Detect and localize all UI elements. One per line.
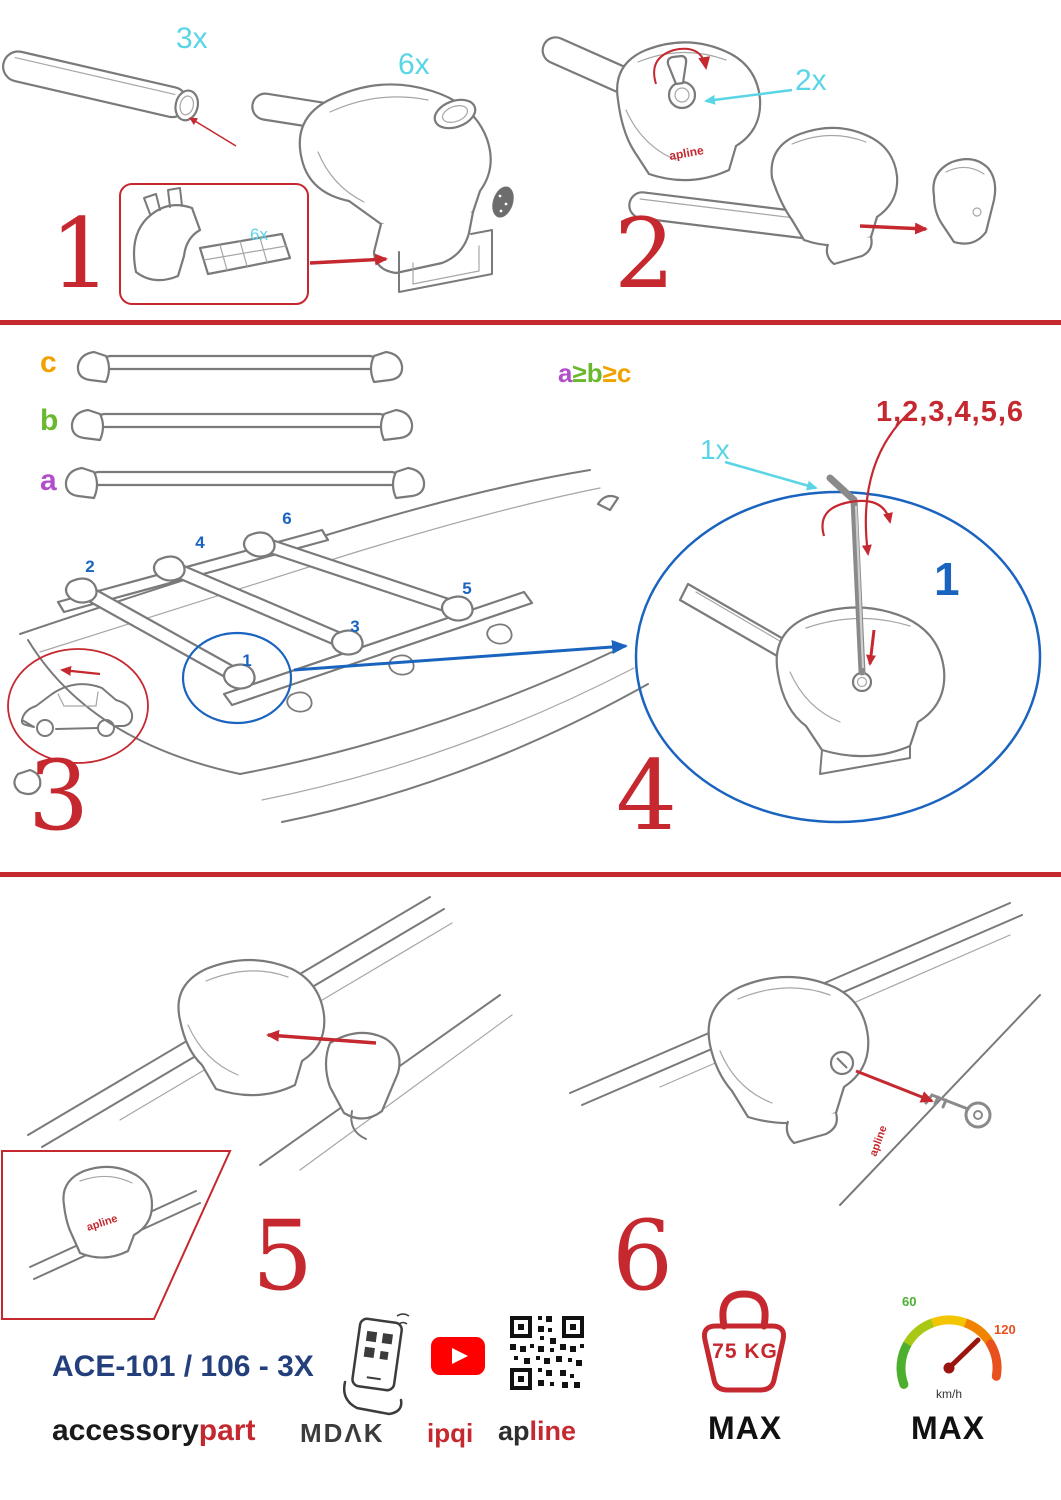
apline-logo: apline (498, 1418, 576, 1445)
step1-inset-qty: 6x (250, 225, 268, 244)
step2-key-qty: 2x (795, 64, 827, 97)
sequence-arrow (861, 411, 911, 556)
accessorypart-suffix: part (198, 1414, 256, 1447)
step1-number: 1 (50, 198, 112, 310)
grip-pad (492, 186, 514, 218)
position-label-4: 4 (195, 533, 205, 552)
divider-top (0, 320, 1061, 325)
step5-illustration: apline (1, 896, 513, 1320)
divider-middle (0, 872, 1061, 877)
bar-label-b: b (40, 404, 59, 437)
step2-cyan-arrow (704, 88, 793, 105)
step4-cyan-arrow (724, 460, 818, 491)
crossbar-b-drawing (70, 408, 414, 442)
speed-scale-high: 120 (994, 1322, 1016, 1337)
inset-installed-view: apline (1, 1150, 232, 1320)
zoomed-foot-drawing (678, 474, 946, 775)
roof-scene-drawing: 1 2 3 4 5 6 (13, 469, 649, 823)
weight-limit: 75 KG (712, 1340, 778, 1363)
position-label-6: 6 (282, 509, 291, 528)
step4-position-1: 1 (934, 553, 960, 605)
rubber-pad-grid (198, 232, 292, 276)
phone-qr-icon (343, 1313, 410, 1416)
zoom-arrow (293, 640, 628, 672)
position-label-2: 2 (85, 557, 94, 576)
step4-tool-qty: 1x (700, 434, 730, 465)
brand-on-part-6: apline (868, 1124, 890, 1158)
foot-assembly-drawing (251, 83, 514, 293)
speed-scale-low: 60 (902, 1294, 916, 1309)
step5-number: 5 (252, 1200, 314, 1312)
formula-ge2: ≥ (602, 358, 617, 388)
crossbar-c-drawing (76, 350, 404, 384)
tighten-sequence: 1,2,3,4,5,6 (876, 396, 1025, 428)
apline-suffix: line (529, 1416, 577, 1446)
tighten-arrow (866, 629, 877, 666)
crossbar-drawing (2, 50, 237, 147)
youtube-icon (431, 1337, 485, 1375)
formula-c: c (616, 358, 632, 388)
signal-lines (396, 1313, 410, 1325)
crossbar-a-drawing (64, 466, 426, 500)
step2-illustration: apline (541, 36, 997, 266)
zoom-circle (634, 490, 1042, 824)
lock-and-key-icon (653, 47, 711, 110)
step6-illustration: apline (569, 902, 1041, 1206)
step1-illustration (2, 50, 514, 305)
hand-outline (343, 1380, 403, 1416)
position-label-5: 5 (462, 579, 471, 598)
formula-b: b (586, 358, 603, 388)
inset-detail-box (119, 183, 388, 305)
bar-label-a: a (40, 464, 57, 497)
speed-max-label: MAX (910, 1410, 986, 1446)
speed-unit: km/h (936, 1387, 962, 1401)
foot-with-lock-drawing: apline (541, 36, 762, 182)
step1-foot-qty: 6x (398, 48, 430, 81)
hex-key-icon (826, 474, 866, 676)
car-inset-drawing (7, 648, 149, 764)
step4-illustration (634, 411, 1042, 824)
foot-mounting-drawing (177, 958, 401, 1140)
model-code: ACE-101 / 106 - 3X (52, 1350, 314, 1383)
weight-max-label: MAX (707, 1410, 783, 1446)
speedometer-needle (946, 1337, 981, 1371)
bar-with-endcap-drawing (628, 126, 997, 266)
apline-prefix: ap (498, 1416, 530, 1446)
accessorypart-logo: accessorypart (52, 1416, 255, 1446)
position-label-3: 3 (350, 617, 359, 636)
step1-bar-qty: 3x (176, 22, 208, 55)
mdak-logo: MDΛK (300, 1418, 385, 1448)
ipqi-logo: ipqi (427, 1418, 474, 1448)
bar-label-c: c (40, 346, 57, 379)
speedometer-icon: 60 120 km/h (896, 1294, 1016, 1401)
qr-code (510, 1316, 584, 1390)
step2-number: 2 (614, 198, 676, 310)
formula-a: a (558, 358, 573, 388)
brand-on-part: apline (668, 143, 705, 163)
max-weight-icon (702, 1290, 786, 1393)
key-icon (924, 1093, 992, 1129)
formula-ge1: ≥ (572, 358, 587, 388)
lock-cylinder-icon (829, 1050, 855, 1076)
length-formula: a≥b≥c (558, 360, 631, 386)
step3-illustration: 1 2 3 4 5 6 (7, 350, 649, 823)
position-label-1: 1 (242, 651, 251, 670)
rotation-arrow (821, 499, 893, 537)
step4-number: 4 (616, 740, 678, 852)
highlight-circle (181, 631, 293, 725)
foot-locking-drawing: apline (707, 975, 992, 1158)
accessorypart-prefix: accessory (52, 1414, 199, 1447)
step3-number: 3 (28, 740, 90, 852)
step6-number: 6 (612, 1200, 674, 1312)
